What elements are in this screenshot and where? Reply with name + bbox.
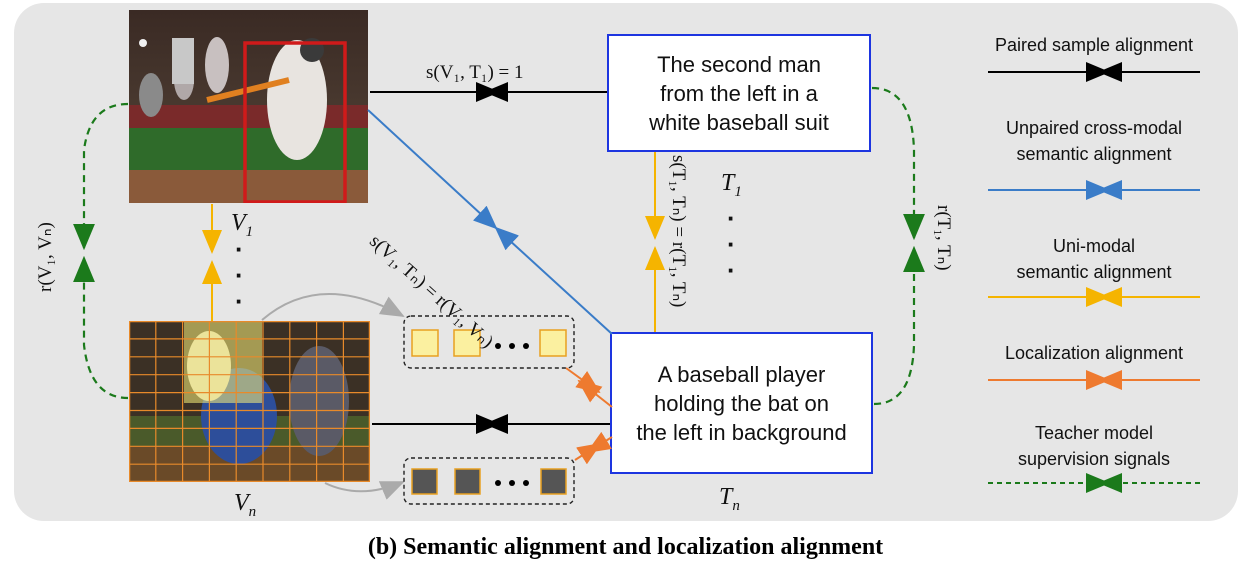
legend-label-teacher: Teacher model supervision signals xyxy=(1017,423,1171,469)
localization-arrow-bottom xyxy=(574,431,613,465)
gray-curve-top xyxy=(261,292,405,321)
patch-grid xyxy=(129,321,370,482)
token-gray xyxy=(454,468,481,495)
highlight-region xyxy=(184,321,262,403)
token-gray xyxy=(411,468,438,495)
figure-caption: (b) Semantic alignment and localization … xyxy=(367,534,884,560)
cross-modal-arrow-v1-tn xyxy=(367,109,613,335)
localization-arrow-top xyxy=(565,367,613,408)
label-t1: T1 xyxy=(721,170,742,200)
token-gray xyxy=(540,468,567,495)
teacher-signal-left xyxy=(73,102,129,400)
formula-s-t1-tn: s(T₁, Tₙ) = r(T₁, Tₙ) xyxy=(668,155,689,308)
label-vn: Vn xyxy=(234,490,257,520)
legend-label-paired: Paired sample alignment xyxy=(994,35,1194,55)
gray-curve-bottom xyxy=(324,481,405,500)
label-v1: V1 xyxy=(231,210,254,240)
legend-label-cross-modal: Unpaired cross-modal semantic alignment xyxy=(1005,118,1183,164)
text-box-tn: A baseball player holding the bat on the… xyxy=(610,332,873,474)
token-group-text xyxy=(403,457,575,505)
formula-s-v1-t1: s(V₁, T₁) = 1 xyxy=(426,62,524,83)
token-yellow xyxy=(453,329,481,357)
bbox-red xyxy=(243,41,347,203)
ellipsis-vertical-texts: ··· xyxy=(727,203,736,285)
photo-baseball-catcher xyxy=(129,321,370,482)
image-v1 xyxy=(129,10,368,203)
image-vn xyxy=(129,321,370,482)
ellipsis-vertical-images: ··· xyxy=(235,234,244,316)
legend-label-localization: Localization alignment xyxy=(1004,343,1184,363)
teacher-signal-right xyxy=(871,86,925,406)
photo-baseball-batter xyxy=(129,10,368,203)
formula-r-v1-vn: r(V₁, Vₙ) xyxy=(35,222,56,292)
legend-label-uni-modal: Uni-modal semantic alignment xyxy=(1016,236,1172,282)
text-box-t1: The second man from the left in a white … xyxy=(607,34,871,152)
token-yellow xyxy=(539,329,567,357)
token-yellow xyxy=(411,329,439,357)
label-tn: Tn xyxy=(719,484,740,514)
token-group-image xyxy=(403,315,575,369)
